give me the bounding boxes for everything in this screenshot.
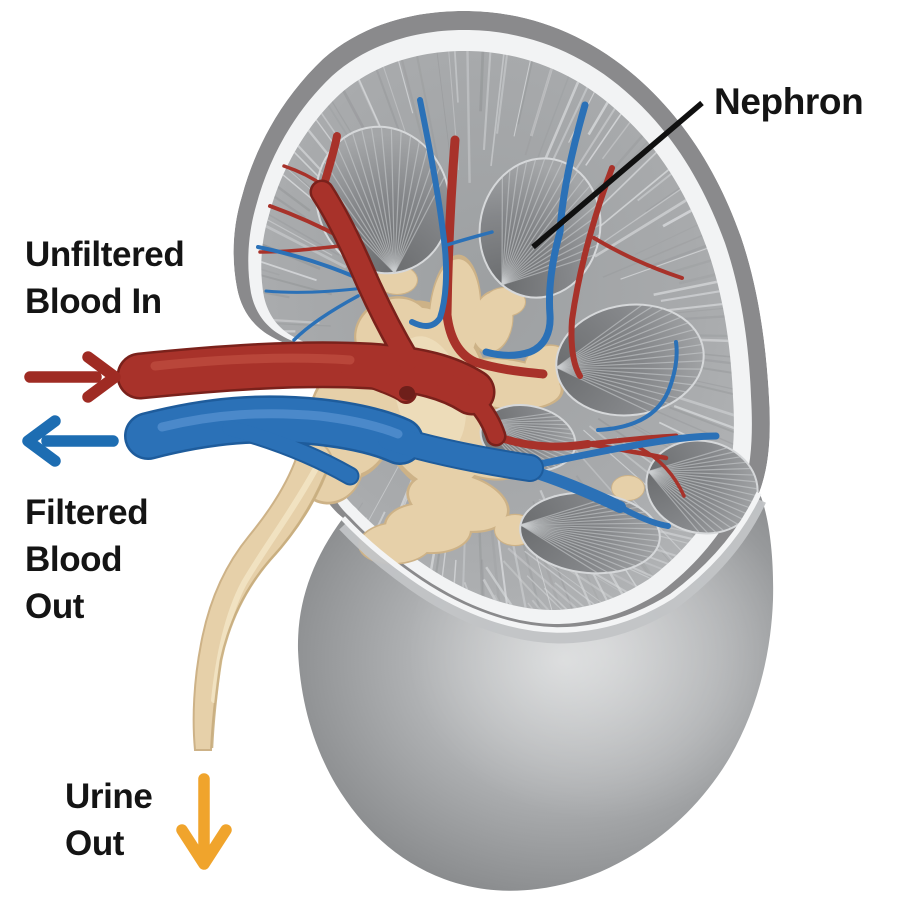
urine-arrow	[176, 773, 232, 870]
label-urine-out: Urine Out	[65, 773, 153, 867]
label-line: Blood In	[25, 282, 162, 321]
label-line: Filtered	[25, 493, 149, 532]
label-line: Blood	[25, 540, 123, 579]
nephron-pointer-line	[531, 100, 704, 250]
label-filtered-blood-out: Filtered Blood Out	[25, 489, 149, 630]
renal-vein-main	[124, 395, 544, 486]
artery-open-tip	[399, 386, 415, 400]
ureter-edge	[210, 461, 332, 749]
label-nephron: Nephron	[714, 78, 864, 125]
unfiltered-blood-arrow	[24, 351, 121, 403]
renal-pyramid	[645, 439, 759, 535]
label-line: Out	[65, 824, 125, 863]
label-line: Urine	[65, 777, 153, 816]
label-line: Unfiltered	[25, 235, 185, 274]
label-line: Nephron	[714, 81, 864, 122]
renal-artery	[258, 132, 686, 498]
ureter	[192, 441, 334, 751]
cut-edge	[339, 491, 766, 644]
renal-artery-main	[116, 179, 507, 447]
filtered-blood-arrow	[22, 415, 119, 467]
label-line: Out	[25, 587, 85, 626]
label-unfiltered-blood-in: Unfiltered Blood In	[25, 231, 185, 325]
ureter-highlight	[211, 467, 318, 703]
